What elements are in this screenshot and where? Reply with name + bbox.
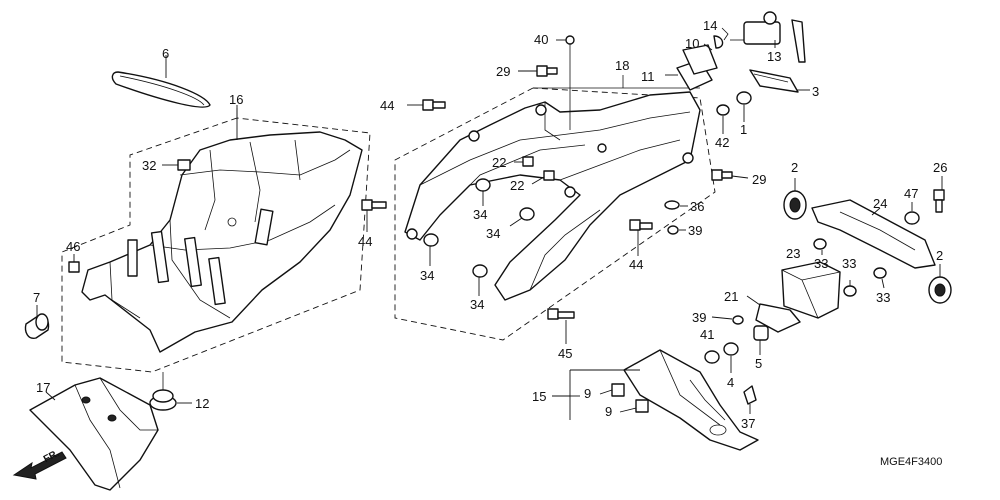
part-4-collar bbox=[723, 342, 739, 373]
part-42-nut bbox=[716, 104, 730, 134]
callout-44-center: 44 bbox=[358, 234, 372, 249]
callout-29-right: 29 bbox=[752, 172, 766, 187]
callout-10: 10 bbox=[685, 36, 699, 51]
bolt-29-top bbox=[518, 65, 558, 77]
callout-33-a: 33 bbox=[814, 256, 828, 271]
callout-12: 12 bbox=[195, 396, 209, 411]
part-21-bracket bbox=[746, 295, 801, 333]
callout-5: 5 bbox=[755, 356, 762, 371]
part-37-bulb bbox=[743, 385, 757, 414]
callout-33-b: 33 bbox=[842, 256, 856, 271]
callout-33-c: 33 bbox=[876, 290, 890, 305]
bolt-44-right bbox=[629, 219, 653, 256]
rear-frame-group-outline bbox=[394, 75, 716, 341]
callout-41: 41 bbox=[700, 327, 714, 342]
part-47-grommet bbox=[904, 202, 920, 225]
part-5-collar bbox=[753, 325, 769, 355]
callout-4: 4 bbox=[727, 375, 734, 390]
callout-16: 16 bbox=[229, 92, 243, 107]
part-6-band bbox=[111, 55, 211, 108]
part-1-nut bbox=[736, 91, 752, 122]
callout-32: 32 bbox=[142, 158, 156, 173]
callout-14: 14 bbox=[703, 18, 717, 33]
part-2-grommet-left bbox=[783, 178, 807, 220]
part-22-clips bbox=[514, 156, 555, 185]
part-34-nuts bbox=[423, 178, 535, 296]
callout-18: 18 bbox=[615, 58, 629, 73]
bolt-44-left bbox=[407, 99, 446, 111]
bolt-29-right bbox=[711, 169, 749, 181]
part-18-rear-frame bbox=[404, 91, 701, 301]
callout-37: 37 bbox=[741, 416, 755, 431]
callout-21: 21 bbox=[724, 289, 738, 304]
callout-46: 46 bbox=[66, 239, 80, 254]
part-15-license-bracket bbox=[623, 349, 759, 451]
part-13-seat-lock bbox=[730, 11, 806, 63]
callout-39-upper: 39 bbox=[688, 223, 702, 238]
callout-13: 13 bbox=[767, 49, 781, 64]
callout-1: 1 bbox=[740, 122, 747, 137]
callout-9-b: 9 bbox=[605, 404, 612, 419]
part-12-grommet bbox=[149, 372, 192, 411]
front-direction-arrow bbox=[12, 451, 67, 480]
callout-17: 17 bbox=[36, 380, 50, 395]
part-36-washer bbox=[664, 200, 688, 210]
part-26-bolt bbox=[933, 176, 945, 213]
part-14-plate bbox=[713, 27, 729, 49]
callout-44-left: 44 bbox=[380, 98, 394, 113]
callout-6: 6 bbox=[162, 46, 169, 61]
callout-9-a: 9 bbox=[584, 386, 591, 401]
callout-36: 36 bbox=[690, 199, 704, 214]
callout-29-top: 29 bbox=[496, 64, 510, 79]
part-2-grommet-right bbox=[928, 264, 952, 304]
callout-22-b: 22 bbox=[510, 178, 524, 193]
callout-15: 15 bbox=[532, 389, 546, 404]
part-16-inner-fender bbox=[81, 105, 363, 353]
part-33-nuts bbox=[813, 238, 887, 297]
bolt-40 bbox=[556, 35, 575, 130]
callout-34-d: 34 bbox=[470, 297, 484, 312]
part-24-bracket bbox=[811, 199, 936, 269]
bolt-44-center bbox=[361, 199, 387, 232]
callout-34-a: 34 bbox=[473, 207, 487, 222]
part-39-screw-lower bbox=[711, 315, 744, 325]
callout-34-b: 34 bbox=[486, 226, 500, 241]
part-46-clip bbox=[68, 254, 80, 273]
part-9-clips bbox=[599, 383, 649, 413]
callout-47: 47 bbox=[904, 186, 918, 201]
part-41-nut bbox=[704, 350, 720, 364]
part-3-reflector bbox=[749, 69, 810, 93]
callout-40: 40 bbox=[534, 32, 548, 47]
callout-42: 42 bbox=[715, 135, 729, 150]
part-39-screw-upper bbox=[667, 225, 686, 235]
front-arrow-label: FR. bbox=[42, 448, 62, 465]
callout-34-c: 34 bbox=[420, 268, 434, 283]
callout-23: 23 bbox=[786, 246, 800, 261]
bolt-45 bbox=[547, 308, 575, 344]
callout-3: 3 bbox=[812, 84, 819, 99]
callout-7: 7 bbox=[33, 290, 40, 305]
callout-2-left: 2 bbox=[791, 160, 798, 175]
callout-2-right: 2 bbox=[936, 248, 943, 263]
diagram-code: MGE4F3400 bbox=[880, 456, 942, 468]
part-32-clip bbox=[162, 159, 191, 171]
part-15-bracket-leader bbox=[552, 369, 640, 420]
callout-26: 26 bbox=[933, 160, 947, 175]
callout-44-right: 44 bbox=[629, 257, 643, 272]
callout-24: 24 bbox=[873, 196, 887, 211]
part-23-box bbox=[781, 261, 841, 319]
part-7-rubber bbox=[24, 305, 50, 339]
callout-22-a: 22 bbox=[492, 155, 506, 170]
part-10-11-bracket bbox=[665, 43, 718, 91]
callout-45: 45 bbox=[558, 346, 572, 361]
callout-39-lower: 39 bbox=[692, 310, 706, 325]
callout-11: 11 bbox=[641, 69, 655, 84]
part-17-lower-cover bbox=[29, 377, 159, 491]
